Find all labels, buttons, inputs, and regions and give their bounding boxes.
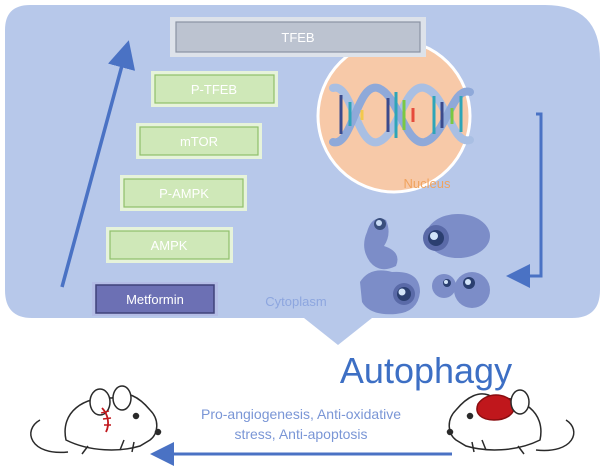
- effects-line-2: stress, Anti-apoptosis: [234, 426, 367, 442]
- pathway-up-arrow: [60, 40, 136, 288]
- pathway-step-label: mTOR: [180, 134, 218, 149]
- nucleus-label: Nucleus: [404, 176, 451, 191]
- pathway-step-label: AMPK: [151, 238, 188, 253]
- autophagosome-cluster: [360, 214, 490, 315]
- pathway-step-mtor: mTOR: [136, 123, 262, 159]
- pathway-step-tfeb: TFEB: [170, 17, 426, 57]
- autophagy-title: Autophagy: [340, 350, 512, 391]
- pathway-step-label: Metformin: [126, 292, 184, 307]
- effects-line-1: Pro-angiogenesis, Anti-oxidative: [201, 406, 401, 422]
- pathway-step-ampk: AMPK: [106, 227, 233, 263]
- pathway-step-label: P-AMPK: [159, 186, 209, 201]
- pathway-step-p-tfeb: P-TFEB: [151, 71, 278, 107]
- pathway-step-label: TFEB: [281, 30, 314, 45]
- pathway-step-p-ampk: P-AMPK: [120, 175, 247, 211]
- pathway-step-label: P-TFEB: [191, 82, 237, 97]
- nucleus-to-autophagy-arrow: [506, 112, 543, 288]
- pathway-step-metformin: Metformin: [92, 282, 218, 316]
- recovered-mouse-icon: [30, 385, 162, 455]
- injured-mouse-icon: [446, 389, 575, 455]
- cytoplasm-label: Cytoplasm: [265, 294, 326, 309]
- dna-helix-icon: [329, 83, 474, 147]
